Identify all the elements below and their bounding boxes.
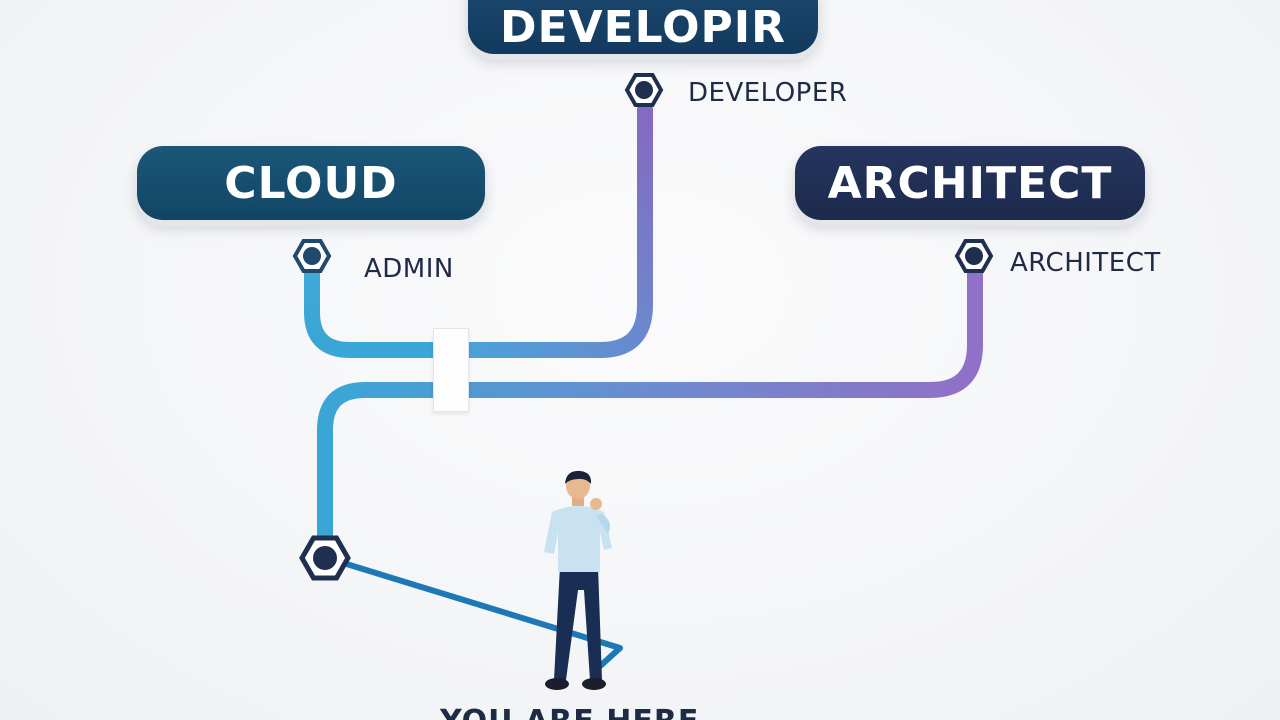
node-admin-icon bbox=[292, 239, 332, 273]
path-start bbox=[337, 559, 623, 671]
pill-architect: ARCHITECT bbox=[795, 146, 1145, 220]
you-are-here-label: YOU ARE HERE bbox=[440, 704, 699, 720]
path-junction bbox=[433, 328, 469, 412]
node-label-architect: ARCHITECT bbox=[1010, 248, 1161, 278]
pill-cloud: CLOUD bbox=[137, 146, 485, 220]
node-architect-icon bbox=[954, 239, 994, 273]
pill-developer: DEVELOPIR bbox=[468, 0, 818, 54]
node-label-admin: ADMIN bbox=[364, 254, 454, 284]
path-architect bbox=[317, 264, 983, 548]
node-label-developer: DEVELOPER bbox=[688, 78, 848, 108]
node-start-icon bbox=[299, 535, 351, 581]
path-developer bbox=[452, 102, 653, 358]
person-figure-icon bbox=[544, 470, 612, 690]
path-admin bbox=[304, 264, 448, 358]
node-developer-icon bbox=[624, 73, 664, 107]
